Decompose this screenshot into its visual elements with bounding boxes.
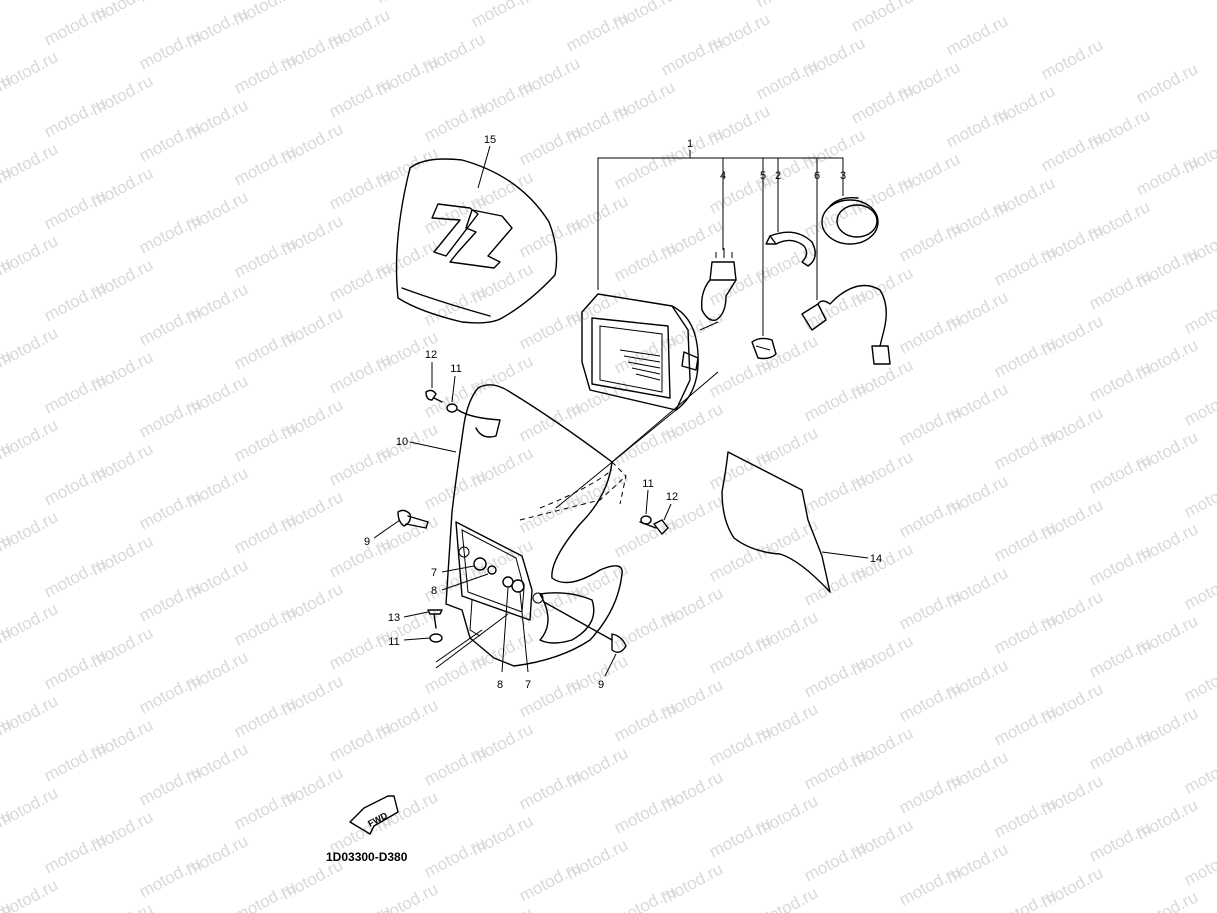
callout-11-upper: 11 [450, 363, 461, 375]
part-9-bolt-lower[interactable] [543, 601, 627, 677]
diagram-code: 1D03300-D380 [326, 850, 408, 864]
watermark-text: motod.ru [1133, 59, 1201, 107]
callout-12-right: 12 [666, 491, 678, 503]
watermark-text: motod.ru [1181, 749, 1217, 797]
callout-6: 6 [814, 170, 820, 182]
part-3-bulb-cover[interactable] [821, 190, 879, 245]
watermark-text: motod.ru [848, 0, 916, 36]
part-11-washer-right[interactable] [640, 489, 652, 525]
callout-3: 3 [840, 170, 846, 182]
part-13-screw[interactable] [403, 609, 443, 629]
callout-8-lower: 8 [497, 679, 503, 691]
watermark-text: motod.ru [231, 877, 299, 913]
part-14-side-panel[interactable] [721, 451, 869, 593]
callout-11-lower: 11 [388, 636, 399, 648]
callout-11-right: 11 [642, 478, 653, 490]
callout-7-left: 7 [431, 567, 437, 579]
watermark-text: motod.ru [326, 901, 394, 913]
watermark-text: motod.ru [1181, 381, 1217, 429]
watermark-text: motod.ru [1181, 473, 1217, 521]
part-7-grommet-lower[interactable] [511, 579, 529, 673]
callout-9-left: 9 [364, 536, 370, 548]
callout-2: 2 [775, 170, 781, 182]
callout-10: 10 [396, 436, 408, 448]
callout-8-left: 8 [431, 585, 437, 597]
callout-9-lower: 9 [598, 679, 604, 691]
assembly-bracket-1 [597, 150, 844, 290]
part-1-headlight-unit[interactable] [581, 293, 699, 411]
callout-labels: 1 2 3 4 5 6 7 7 8 8 9 9 10 11 11 11 12 1… [364, 134, 882, 691]
part-7-grommet-left[interactable] [441, 557, 487, 573]
watermark-text: motod.ru [611, 881, 679, 913]
part-11-washer-lower[interactable] [403, 613, 509, 669]
callout-7-lower: 7 [525, 679, 531, 691]
watermark-text: motod.ru [1133, 887, 1201, 913]
watermark-text: motod.ru [88, 899, 156, 913]
watermark-text: motod.ru [943, 11, 1011, 59]
callout-15: 15 [484, 134, 496, 146]
watermark-text: motod.ru [1181, 841, 1217, 889]
part-5-auxiliary-bulb[interactable] [751, 182, 777, 360]
part-10-headlight-cowl[interactable] [445, 371, 719, 667]
part-12-screw-upper[interactable] [425, 362, 443, 403]
watermark-text: motod.ru [0, 0, 61, 4]
callout-13: 13 [388, 612, 400, 624]
callout-14: 14 [870, 553, 882, 565]
callout-1: 1 [687, 138, 693, 150]
part-2-bulb-holder[interactable] [765, 182, 816, 267]
callout-4: 4 [720, 170, 726, 182]
watermark-text: motod.ru [706, 905, 774, 913]
logo-72-emblem: 72 [431, 203, 513, 269]
part-11-washer-upper[interactable] [446, 375, 458, 413]
watermark-text: motod.ru [468, 0, 536, 32]
logo-text: 72 [469, 244, 471, 246]
watermark-text: motod.ru [0, 0, 14, 26]
watermark-text: motod.ru [1181, 657, 1217, 705]
watermark-text: motod.ru [1181, 289, 1217, 337]
watermark-text: motod.ru [468, 903, 536, 913]
part-12-screw-right[interactable] [639, 503, 672, 535]
watermark-text: motod.ru [1181, 565, 1217, 613]
part-9-bolt-left[interactable] [373, 509, 429, 539]
part-6-bulb-socket-cord[interactable] [801, 182, 891, 365]
callout-12-upper: 12 [425, 349, 437, 361]
part-8-collar-left[interactable] [441, 565, 497, 591]
watermark-text: motod.ru [1038, 35, 1106, 83]
part-4-headlight-bulb[interactable] [699, 182, 737, 331]
callout-5: 5 [760, 170, 766, 182]
